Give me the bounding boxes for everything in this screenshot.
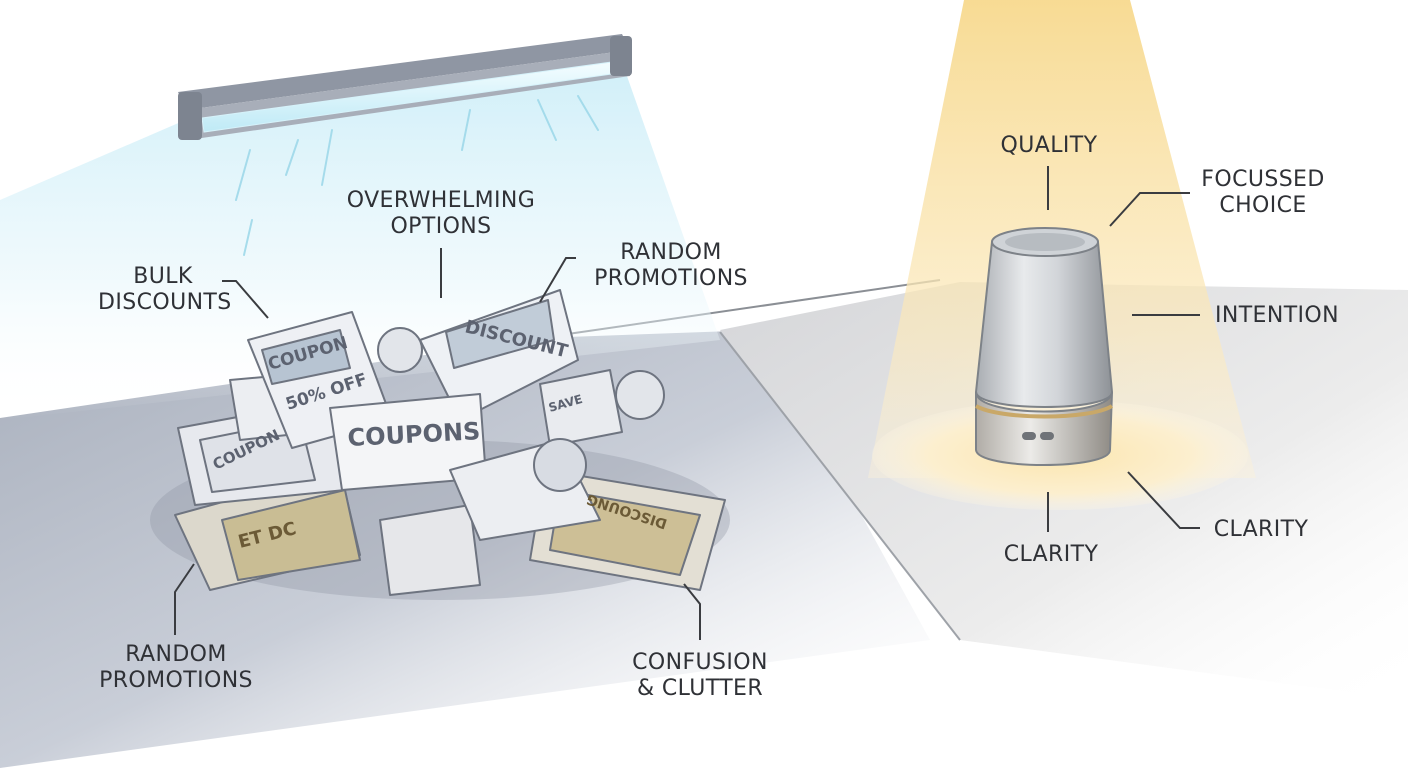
label-bulk-discounts: BULK DISCOUNTS — [98, 264, 232, 316]
label-overwhelming-options-line1: OVERWHELMING — [346, 188, 536, 213]
leader-random-promotions-top — [539, 257, 576, 303]
crumpled-coupon-pile-icon — [150, 289, 730, 600]
leader-random-promotions-bottom — [174, 563, 195, 635]
label-random-promotions-top: RANDOM PROMOTIONS — [585, 240, 757, 292]
label-bulk-discounts-line2: DISCOUNTS — [98, 290, 232, 315]
label-confusion-clutter-line1: CONFUSION — [632, 650, 768, 675]
label-random-promotions-bottom-line1: RANDOM — [125, 642, 227, 667]
label-random-promotions-top-line2: PROMOTIONS — [594, 266, 748, 291]
label-clarity-bottom: CLARITY — [996, 542, 1106, 568]
leader-focussed-choice — [1109, 192, 1190, 227]
coupon-text-coupons: COUPONS — [347, 417, 481, 452]
leader-bulk-discounts — [222, 280, 269, 319]
label-intention-text: INTENTION — [1214, 303, 1340, 328]
label-intention: INTENTION — [1206, 303, 1348, 329]
label-quality: QUALITY — [988, 133, 1110, 159]
label-random-promotions-bottom-line2: PROMOTIONS — [99, 668, 253, 693]
label-clarity-right-text: CLARITY — [1213, 517, 1309, 542]
label-clarity-bottom-text: CLARITY — [1003, 542, 1099, 567]
label-focussed-choice: FOCUSSED CHOICE — [1196, 167, 1330, 219]
leader-lines — [174, 166, 1200, 640]
label-confusion-clutter: CONFUSION & CLUTTER — [622, 650, 778, 702]
label-quality-text: QUALITY — [1000, 133, 1098, 158]
label-random-promotions-bottom: RANDOM PROMOTIONS — [88, 642, 264, 694]
label-focussed-choice-line2: CHOICE — [1219, 193, 1307, 218]
aroma-diffuser-device-icon — [974, 227, 1114, 466]
light-streaks — [235, 95, 599, 256]
label-overwhelming-options-line2: OPTIONS — [390, 214, 492, 239]
label-clarity-right: CLARITY — [1206, 517, 1316, 543]
leader-clarity-right — [1127, 471, 1200, 529]
fluorescent-tube-lamp-icon — [178, 34, 632, 140]
label-focussed-choice-line1: FOCUSSED — [1201, 167, 1325, 192]
leader-confusion-clutter — [683, 583, 701, 640]
label-overwhelming-options: OVERWHELMING OPTIONS — [335, 188, 547, 240]
label-confusion-clutter-line2: & CLUTTER — [636, 676, 764, 701]
table-edge-line — [719, 331, 961, 641]
label-random-promotions-top-line1: RANDOM — [620, 240, 722, 265]
label-bulk-discounts-line1: BULK — [133, 264, 193, 289]
